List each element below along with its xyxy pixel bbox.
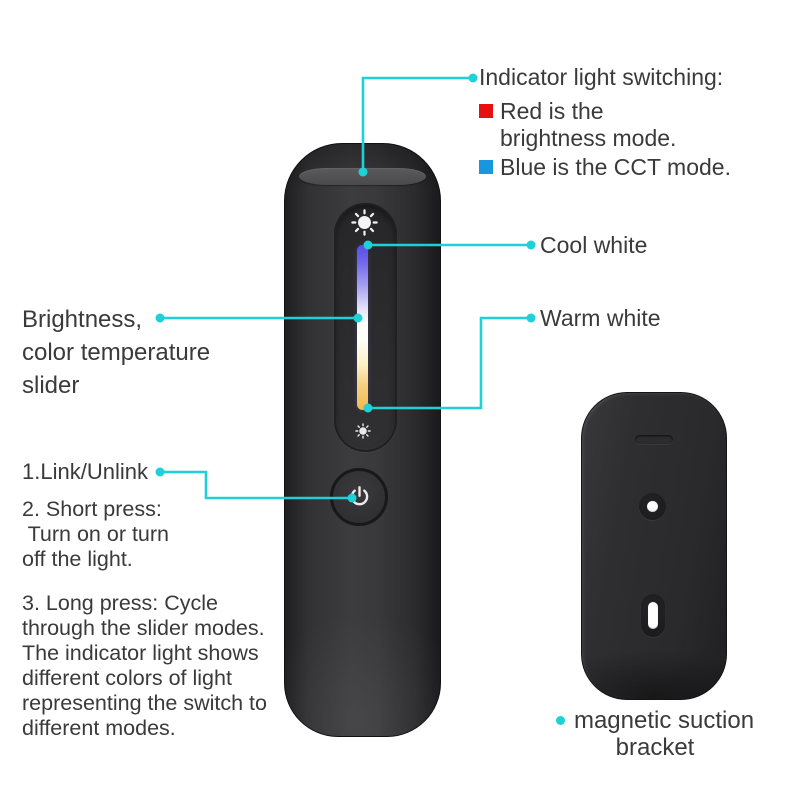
short-press-note: 2. Short press: Turn on or turn off the … xyxy=(22,497,169,571)
bracket-top-slot xyxy=(635,435,673,444)
color-temperature-gradient-strip[interactable] xyxy=(357,245,368,410)
cool-white-label: Cool white xyxy=(540,232,648,258)
bracket-screw-hole xyxy=(639,493,666,520)
bracket-oval-slot-center xyxy=(648,602,658,629)
blue-mode-square-icon xyxy=(479,160,493,174)
bracket-caption-text1: magnetic suction xyxy=(573,707,755,734)
indicator-title: Indicator light switching: xyxy=(479,64,724,90)
power-icon xyxy=(350,486,369,506)
long-press-note: 3. Long press: Cycle through the slider … xyxy=(22,591,267,740)
red-mode-square-icon xyxy=(479,104,493,118)
indicator-switching-note: Indicator light switching: Red is the br… xyxy=(479,63,794,181)
remote-control-body xyxy=(284,143,441,737)
bracket-caption-text2: bracket xyxy=(615,734,695,761)
bracket-caption-line1: magnetic suction xyxy=(525,707,785,734)
indicator-red-item: Red is the brightness mode. xyxy=(479,98,794,152)
indicator-blue-text: Blue is the CCT mode. xyxy=(500,154,731,180)
bracket-screw-hole-center xyxy=(647,501,658,512)
bullet-dot-icon xyxy=(555,716,565,725)
brightness-sun-icon xyxy=(351,209,378,236)
indicator-blue-item: Blue is the CCT mode. xyxy=(479,154,794,181)
magnetic-bracket-body xyxy=(581,392,727,700)
warm-white-label: Warm white xyxy=(540,305,661,331)
indicator-light-bar xyxy=(299,168,426,185)
bracket-caption: magnetic suction bracket xyxy=(525,707,785,761)
slider-description-label: Brightness, color temperature slider xyxy=(22,306,211,399)
slider-track-inset[interactable] xyxy=(334,203,397,452)
link-unlink-label: 1.Link/Unlink xyxy=(22,459,148,484)
power-button[interactable] xyxy=(330,468,388,526)
brightness-sun-small-icon xyxy=(355,423,371,439)
indicator-red-text: Red is the brightness mode. xyxy=(500,98,677,151)
bracket-oval-slot xyxy=(641,594,665,637)
